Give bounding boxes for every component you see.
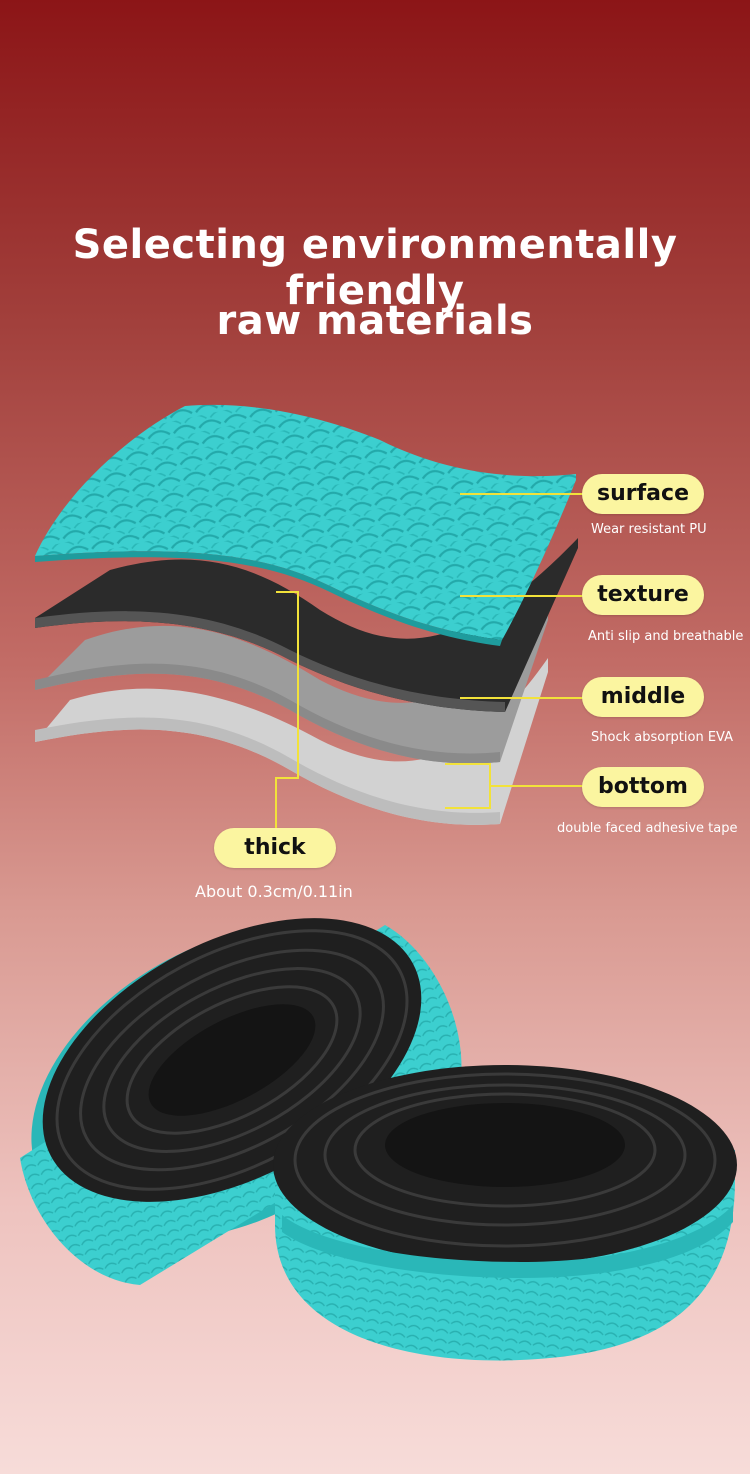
surface-layer-shape [35,404,576,646]
texture-layer-shape [35,538,578,712]
right-tape-roll [273,1065,737,1361]
surface-description: Wear resistant PU [591,522,707,537]
texture-label: texture [582,575,704,615]
bottom-callout-bracket [445,763,585,809]
thick-label: thick [214,828,336,868]
texture-description: Anti slip and breathable [588,629,744,644]
middle-layer-shape [35,612,548,764]
bottom-layer-shape [35,658,548,825]
thickness-value: About 0.3cm/0.11in [195,882,353,901]
bottom-description: double faced adhesive tape [557,821,738,836]
thick-callout-bracket [275,591,299,828]
callout-lines [275,493,585,828]
headline-line-2: raw materials [216,298,534,344]
middle-label: middle [582,677,704,717]
headline-line-1: Selecting environmentally friendly [72,222,678,314]
middle-description: Shock absorption EVA [591,730,733,745]
surface-label: surface [582,474,704,514]
bottom-label: bottom [582,767,704,807]
